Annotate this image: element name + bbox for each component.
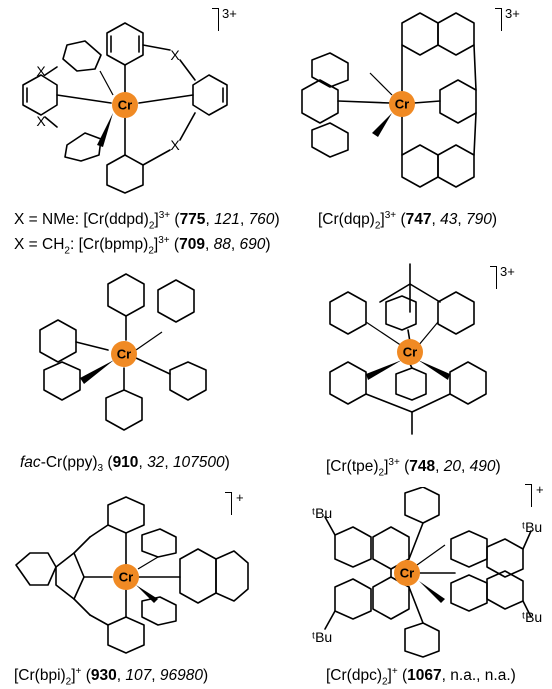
- bpi-caption: [Cr(bpi)2]+ (930, 107, 96980): [14, 666, 209, 688]
- svg-text:Cr: Cr: [117, 347, 131, 362]
- bpmp-caption: X = CH2: [Cr(bpmp)2]3+ (709, 88, 690): [14, 235, 271, 257]
- svg-text:X: X: [170, 47, 180, 63]
- dpc-tbu-bottomright: ᵗBu: [522, 609, 543, 625]
- tpe-structure: Cr: [329, 263, 487, 435]
- dpc-caption: [Cr(dpc)2]+ (1067, n.a., n.a.): [326, 666, 516, 688]
- dpc-tbu-topright: ᵗBu: [522, 519, 543, 535]
- tpe-caption: [Cr(tpe)2]3+ (748, 20, 490): [326, 457, 501, 479]
- ddpd-charge: 3+: [222, 6, 237, 21]
- ddpd-structure: Cr X X X X: [22, 22, 228, 194]
- svg-text:Cr: Cr: [395, 97, 409, 112]
- dqp-charge: 3+: [505, 6, 520, 21]
- ppy-structure: Cr: [39, 273, 207, 431]
- dqp-caption: [Cr(dqp)2]3+ (747, 43, 790): [318, 210, 498, 232]
- svg-text:X: X: [36, 113, 46, 129]
- ppy-caption: fac-Cr(ppy)3 (910, 32, 107500): [20, 454, 230, 475]
- bpi-charge: +: [236, 490, 244, 505]
- dqp-structure: Cr: [301, 12, 477, 188]
- dpc-charge-bracket: [525, 484, 532, 507]
- tpe-charge-bracket: [490, 266, 497, 289]
- dpc-tbu-topleft: ᵗBu: [312, 505, 333, 521]
- dqp-charge-bracket: [495, 8, 502, 31]
- tpe-charge: 3+: [500, 264, 515, 279]
- bpi-charge-bracket: [225, 492, 232, 515]
- svg-text:X: X: [36, 63, 46, 79]
- ddpd-caption: X = NMe: [Cr(ddpd)2]3+ (775, 121, 760): [14, 210, 280, 232]
- ddpd-charge-bracket: [212, 8, 219, 31]
- svg-text:Cr: Cr: [403, 345, 417, 360]
- dpc-tbu-bottomleft: ᵗBu: [312, 629, 333, 645]
- dpc-charge: +: [536, 482, 544, 497]
- svg-text:Cr: Cr: [119, 570, 133, 585]
- svg-text:Cr: Cr: [400, 566, 414, 581]
- svg-text:Cr: Cr: [118, 98, 132, 113]
- bpi-structure: Cr: [15, 496, 249, 654]
- dpc-structure: Cr: [324, 487, 532, 658]
- svg-text:X: X: [170, 137, 180, 153]
